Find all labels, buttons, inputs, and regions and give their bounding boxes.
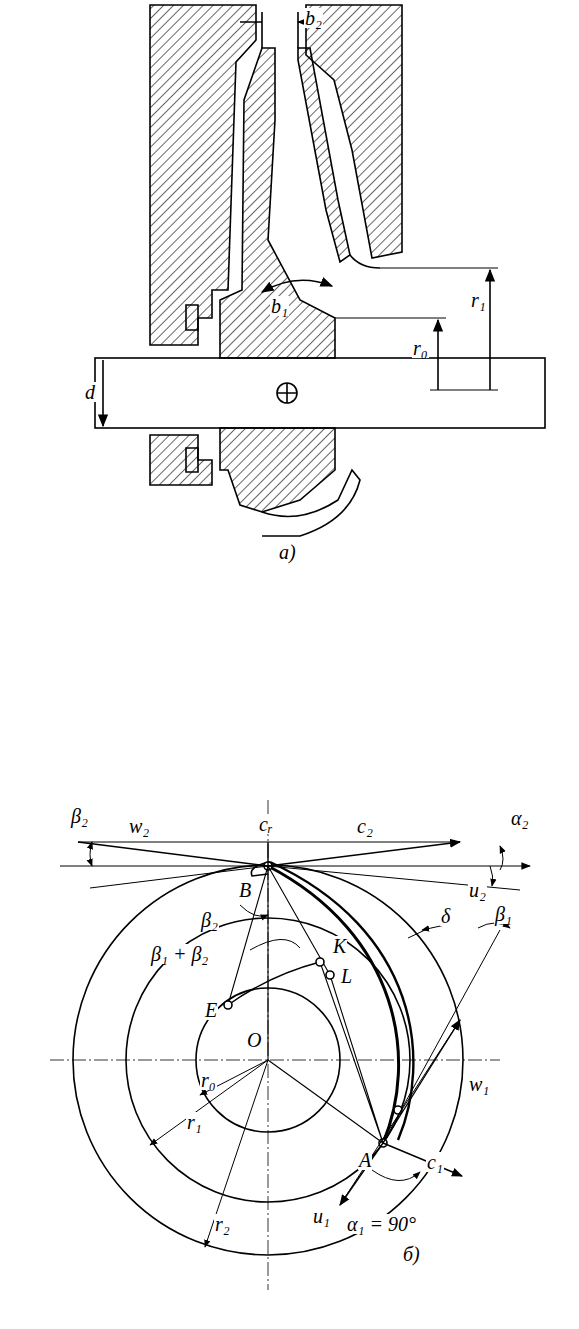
dimension-label: d <box>84 382 96 402</box>
dimension-label: u₁ <box>312 1206 331 1226</box>
dimension-label: A <box>358 1150 372 1170</box>
dimension-label: r₀ <box>412 338 429 358</box>
dimension-label: B <box>238 880 252 900</box>
dimension-label: α₂ <box>510 808 529 828</box>
dimension-label: β₂ <box>200 910 219 930</box>
dimension-label: u₂ <box>468 880 487 900</box>
dimension-label: r₂ <box>214 1214 231 1234</box>
dimension-label: O <box>246 1030 262 1050</box>
dimension-label: L <box>340 966 353 986</box>
dimension-label: b₁ <box>270 296 289 316</box>
dimension-label: r₁ <box>186 1112 203 1132</box>
dimension-label: δ <box>440 906 451 926</box>
dimension-label: r₀ <box>200 1070 217 1090</box>
dimension-label: а) <box>278 542 297 562</box>
dimension-label: E <box>204 1000 218 1020</box>
dimension-label: w₂ <box>128 816 150 836</box>
dimension-label: r₁ <box>470 290 487 310</box>
dimension-label: b₂ <box>304 8 323 28</box>
dimension-label: β₁ + β₂ <box>150 944 209 964</box>
dimension-label: K <box>332 936 347 956</box>
dimension-label: β₂ <box>70 806 89 826</box>
dimension-label: c₂ <box>356 816 374 836</box>
dimension-label: α₁ = 90° <box>346 1214 417 1234</box>
dimension-label: β₁ <box>494 904 513 924</box>
dimension-label: w₁ <box>468 1074 490 1094</box>
dimension-label: c₁ <box>426 1152 444 1172</box>
dimension-label: cᵣ <box>258 814 274 834</box>
dimension-label: б) <box>402 1244 421 1264</box>
